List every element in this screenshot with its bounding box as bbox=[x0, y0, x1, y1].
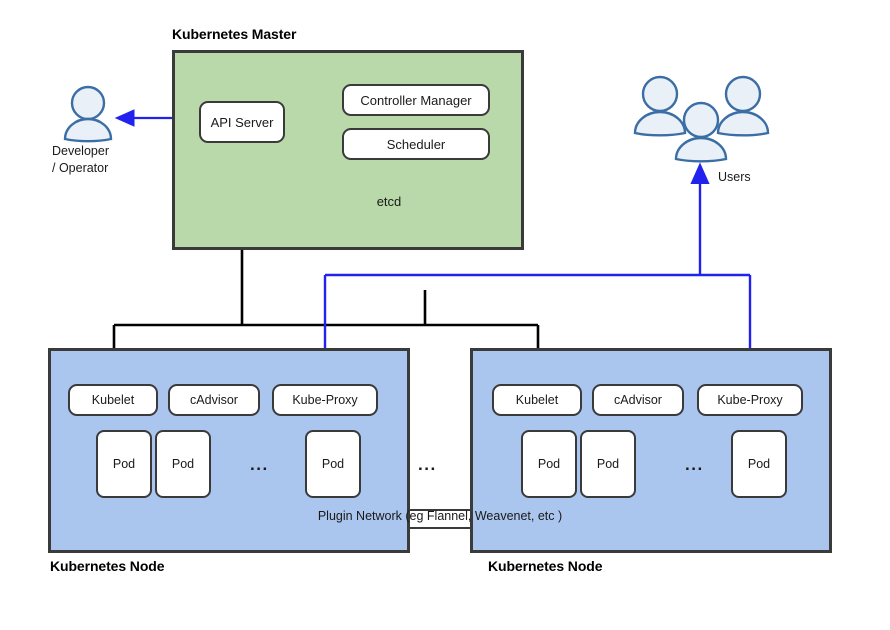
etcd-label: etcd bbox=[376, 194, 402, 209]
node-right-pod-2[interactable]: Pod bbox=[580, 430, 636, 498]
node-right-pod-1[interactable]: Pod bbox=[521, 430, 577, 498]
plugin-network-label: Plugin Network (eg Flannel, Weavenet, et… bbox=[317, 509, 563, 523]
node-right-kubeproxy-box[interactable]: Kube-Proxy bbox=[697, 384, 803, 416]
controller-manager-box[interactable]: Controller Manager bbox=[342, 84, 490, 116]
api-server-box[interactable]: API Server bbox=[199, 101, 285, 143]
node-right-title: Kubernetes Node bbox=[488, 558, 603, 574]
node-right-pods-ellipsis: ... bbox=[685, 455, 704, 474]
users-label: Users bbox=[718, 170, 751, 184]
users-group-icon bbox=[633, 75, 770, 163]
etcd-box[interactable]: etcd bbox=[273, 180, 505, 228]
scheduler-box[interactable]: Scheduler bbox=[342, 128, 490, 160]
cluster-ellipsis: ... bbox=[418, 455, 437, 474]
node-left-pods-ellipsis: ... bbox=[250, 455, 269, 474]
node-left-pod-1[interactable]: Pod bbox=[96, 430, 152, 498]
node-left-kubeproxy-box[interactable]: Kube-Proxy bbox=[272, 384, 378, 416]
node-right-pod-3[interactable]: Pod bbox=[731, 430, 787, 498]
node-right-cadvisor-box[interactable]: cAdvisor bbox=[592, 384, 684, 416]
developer-label-line2: / Operator bbox=[52, 161, 109, 175]
node-right-kubelet-box[interactable]: Kubelet bbox=[492, 384, 582, 416]
node-left-pod-2[interactable]: Pod bbox=[155, 430, 211, 498]
node-left-cadvisor-box[interactable]: cAdvisor bbox=[168, 384, 260, 416]
master-title: Kubernetes Master bbox=[172, 26, 297, 42]
person-icon bbox=[63, 85, 113, 143]
node-left-title: Kubernetes Node bbox=[50, 558, 165, 574]
node-left-kubelet-box[interactable]: Kubelet bbox=[68, 384, 158, 416]
connector-master-to-kubelets bbox=[103, 250, 549, 382]
node-left-pod-3[interactable]: Pod bbox=[305, 430, 361, 498]
developer-operator-label: Developer / Operator bbox=[52, 143, 172, 177]
developer-label-line1: Developer bbox=[52, 144, 109, 158]
